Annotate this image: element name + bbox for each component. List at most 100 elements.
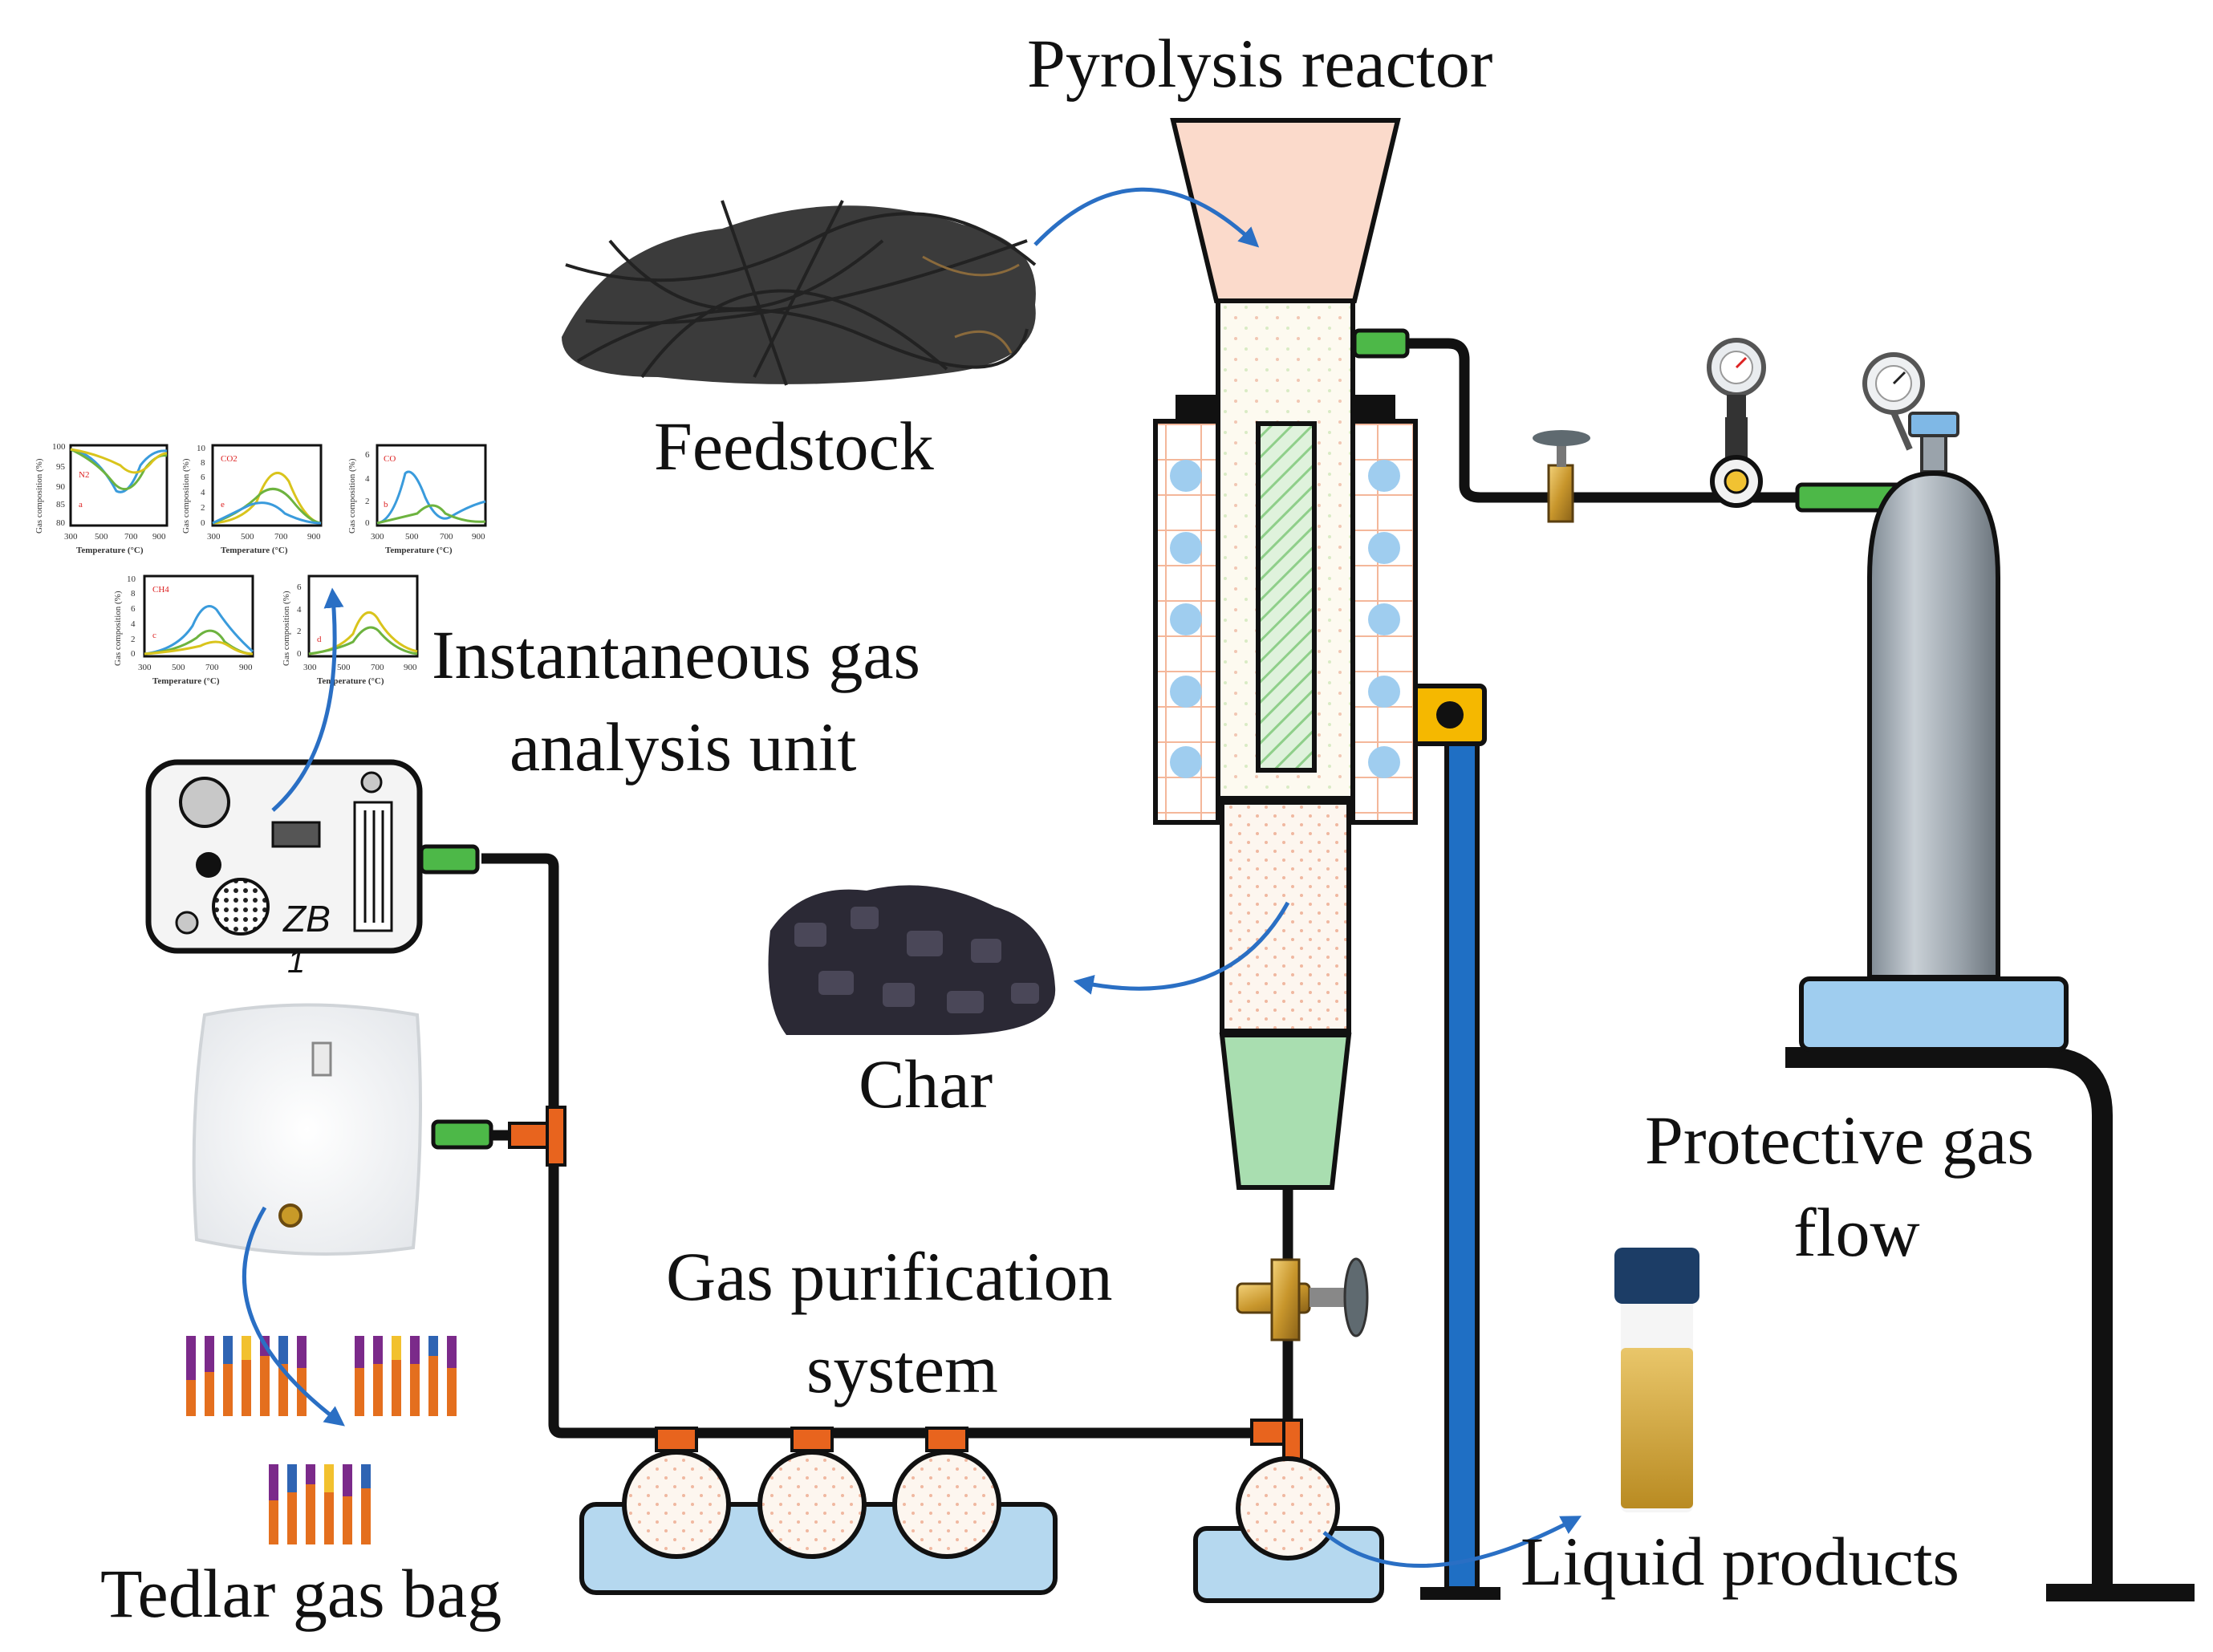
orange-tee-connector [546,1106,566,1167]
label-feedstock: Feedstock [654,408,934,485]
furnace-cap-left [1176,395,1218,421]
series-line [144,640,254,656]
green-connector [1352,328,1410,359]
heater-dot-icon [1170,603,1202,635]
bar-thumbnail [257,1460,397,1553]
green-connector [431,1119,493,1150]
stacked-bars [186,1336,307,1416]
gas-analyzer-device [145,759,480,954]
pressure-regulator [1707,338,1766,508]
condenser-cone [1219,1033,1352,1190]
purification-bath [579,1427,1058,1595]
mini-chart-ytick: 6 [201,473,205,482]
mini-chart-ytick: 4 [365,474,370,484]
cylinder-base [1799,976,2069,1052]
heater-dot-icon [1170,532,1202,564]
gas-inlet-pipe [1400,338,1918,503]
mini-chart-ylabel: Gas composition (%) [35,458,44,534]
mini-chart-ytick: 6 [365,450,370,460]
mini-chart-ytick: 0 [365,518,370,528]
mini-chart-co2: CO2 e 10 8 6 4 2 0 300 500 700 900 Tempe… [181,444,323,555]
vial-liquid [1621,1348,1693,1508]
heater-dot-icon [1368,460,1400,492]
reaction-zone-bed [1256,421,1317,773]
mini-chart-ylabel: Gas composition (%) [181,458,191,534]
mini-chart-ytick: 2 [365,497,370,506]
support-stand [1406,684,1500,1600]
series-line [212,501,322,525]
mini-chart-ylabel: Gas composition (%) [282,591,291,666]
cylinder-gauge [1862,352,1925,451]
series-line [212,471,322,525]
label-protective-gas: Protective gas [1645,1102,2034,1179]
analyzer-dial-icon [179,777,230,828]
analyzer-vent-icon [353,801,393,932]
mini-chart-xtick: 900 [472,532,485,542]
series-line [144,605,254,656]
label-instantaneous-gas: Instantaneous gas [432,616,921,693]
mini-chart-ytick: 2 [201,503,205,513]
mini-chart-letter: e [221,500,225,509]
analyzer-model-tag-number: 1 [287,944,306,980]
liquid-vial-image [1614,1248,1699,1512]
mini-chart-ytick: 8 [131,589,136,599]
mini-chart-xtick: 900 [239,663,253,672]
mini-chart-ytick: 0 [201,518,205,528]
washing-bottles [622,1427,1001,1559]
mini-chart-letter: b [384,500,388,509]
bar-thumbnail [345,1328,481,1420]
mini-chart-xtick: 900 [404,663,417,672]
heater-dot-icon [1368,676,1400,708]
mini-chart-xtick: 300 [207,532,221,542]
mini-chart-series-label: CO2 [221,454,238,464]
mini-chart-n2: N2 a 100 95 90 85 80 300 500 700 900 Tem… [35,442,169,555]
mini-chart-series-label: N2 [79,470,89,480]
analyzer-speaker-icon [212,878,270,936]
mini-chart-letter: c [152,631,156,640]
label-char: Char [859,1045,993,1122]
mini-charts: N2 a 100 95 90 85 80 300 500 700 900 Tem… [35,442,487,686]
mini-chart-ytick: 2 [131,635,136,644]
mini-chart-xtick: 300 [64,532,78,542]
mini-chart-ylabel: Gas composition (%) [113,591,123,666]
mini-chart-xtick: 300 [303,663,317,672]
mini-chart-xtick: 900 [152,532,166,542]
bag-port-icon [278,1203,303,1228]
label-analysis-unit: analysis unit [510,708,857,785]
mini-chart-ytick: 2 [297,627,302,636]
label-pyrolysis-reactor: Pyrolysis reactor [1027,25,1493,102]
mini-chart-ytick: 6 [131,604,136,614]
washing-bottle [622,1450,731,1559]
washing-bottle [757,1450,867,1559]
label-tedlar-gas-bag: Tedlar gas bag [100,1555,502,1632]
mini-chart-xlabel: Temperature (°C) [385,546,453,555]
mini-chart-xtick: 500 [337,663,351,672]
stacked-bars [355,1336,457,1416]
heater-dot-icon [1170,460,1202,492]
heater-dot-icon [1368,746,1400,778]
mini-chart-ch4: CH4 c 10 8 6 4 2 0 300 500 700 900 Tempe… [113,574,254,686]
mini-chart-xtick: 700 [274,532,288,542]
series-line [70,448,168,493]
mini-chart-xtick: 900 [307,532,321,542]
condensate-bottle [1236,1456,1340,1561]
mini-chart-ytick: 0 [131,649,136,659]
mini-chart-ytick: 85 [56,500,66,509]
bar-chart-thumbnails [177,1328,481,1553]
mini-chart-ytick: 10 [197,444,206,453]
furnace-cap-right [1353,395,1395,421]
mini-chart-xlabel: Temperature (°C) [152,676,220,686]
tedlar-bag-image [192,1003,566,1256]
cylinder-valve-top [1908,412,1959,437]
feed-hopper [1170,118,1401,303]
mini-chart-xtick: 300 [138,663,152,672]
washing-bottle [892,1450,1001,1559]
mini-chart-ytick: 6 [297,582,302,592]
bar-thumbnail [177,1332,329,1420]
mini-chart-ylabel: Gas composition (%) [347,458,357,534]
analyzer-model-tag: ZB [283,898,331,940]
analyzer-to-chart-arrow [271,587,344,812]
mini-chart-xtick: 500 [172,663,185,672]
